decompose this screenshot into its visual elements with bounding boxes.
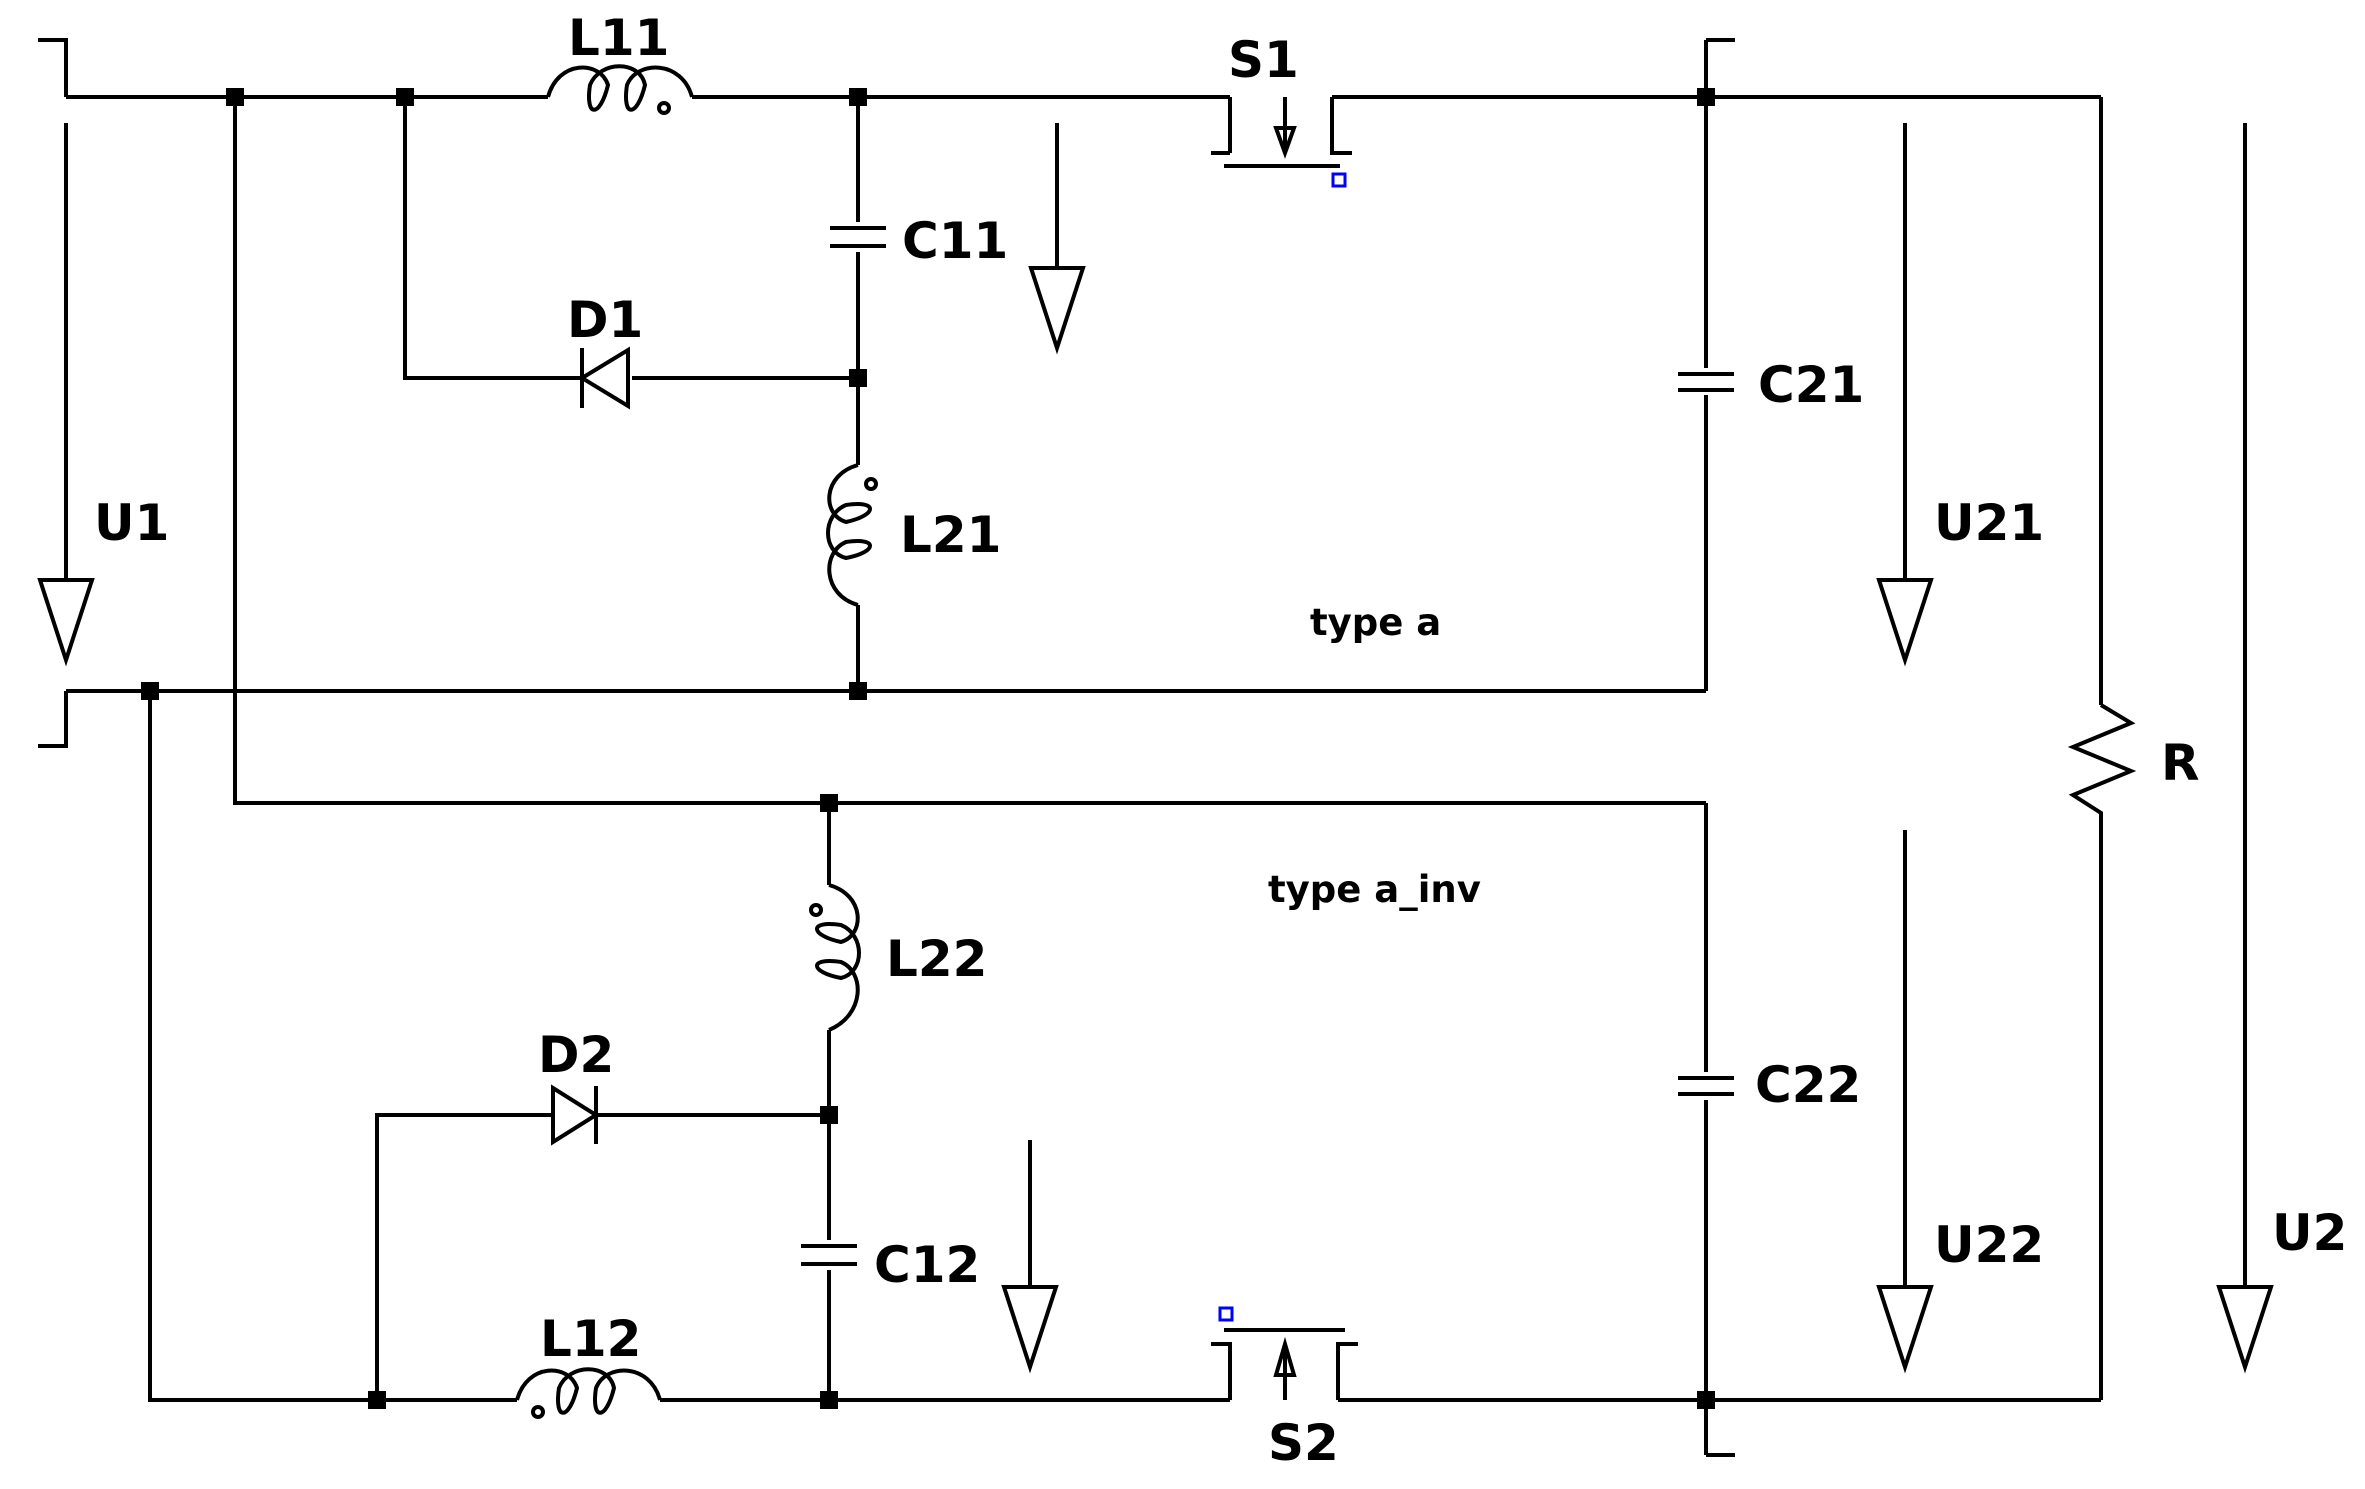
note-type-a: type a xyxy=(1310,601,1441,644)
switch-s1-symbol xyxy=(1211,97,1352,188)
input-terminals xyxy=(38,38,68,748)
capacitor-c22-symbol xyxy=(1678,1076,1734,1096)
capacitor-c21-symbol xyxy=(1678,372,1734,392)
label-d2: D2 xyxy=(538,1026,614,1084)
inductor-l11-symbol xyxy=(546,64,694,115)
voltage-labels: U1 U21 U22 U2 xyxy=(94,494,2347,1274)
voltage-arrow-s1 xyxy=(1028,123,1086,355)
inductor-l22-symbol xyxy=(809,883,861,1032)
voltage-arrow-u21 xyxy=(1876,123,1934,667)
diode-d1-symbol xyxy=(578,346,630,410)
diode-d2-symbol xyxy=(551,1084,600,1146)
note-type-a-inv: type a_inv xyxy=(1268,868,1481,911)
label-s1: S1 xyxy=(1228,31,1299,89)
voltage-arrow-u2 xyxy=(2216,123,2274,1374)
label-l22: L22 xyxy=(886,930,987,988)
capacitor-c11-symbol xyxy=(830,226,886,248)
stage-notes: type a type a_inv xyxy=(1268,601,1481,911)
voltage-arrow-s2 xyxy=(1001,1140,1059,1374)
label-l12: L12 xyxy=(540,1310,641,1368)
inductor-l21-symbol xyxy=(826,463,878,607)
component-labels: L11 S1 C11 D1 C21 L21 R L22 D2 C22 C12 L… xyxy=(538,9,2200,1472)
label-d1: D1 xyxy=(567,291,643,349)
switch-s2-symbol xyxy=(1211,1306,1358,1400)
label-c12: C12 xyxy=(874,1236,980,1294)
label-c21: C21 xyxy=(1758,356,1864,414)
lower-stage-wiring xyxy=(148,97,2103,1457)
junction-dots xyxy=(141,88,1715,1409)
capacitor-c12-symbol xyxy=(801,1244,857,1266)
voltage-arrow-u1 xyxy=(37,123,95,667)
label-u21: U21 xyxy=(1934,494,2044,552)
label-c22: C22 xyxy=(1755,1056,1861,1114)
label-s2: S2 xyxy=(1268,1414,1339,1472)
label-r: R xyxy=(2161,734,2200,792)
label-l11: L11 xyxy=(568,9,669,67)
label-u22: U22 xyxy=(1934,1216,2044,1274)
resistor-r-symbol xyxy=(2067,703,2137,825)
label-u2: U2 xyxy=(2272,1204,2347,1262)
voltage-arrow-u22 xyxy=(1876,830,1934,1374)
inductor-l12-symbol xyxy=(515,1367,662,1419)
label-l21: L21 xyxy=(900,506,1001,564)
label-u1: U1 xyxy=(94,494,169,552)
label-c11: C11 xyxy=(902,212,1008,270)
